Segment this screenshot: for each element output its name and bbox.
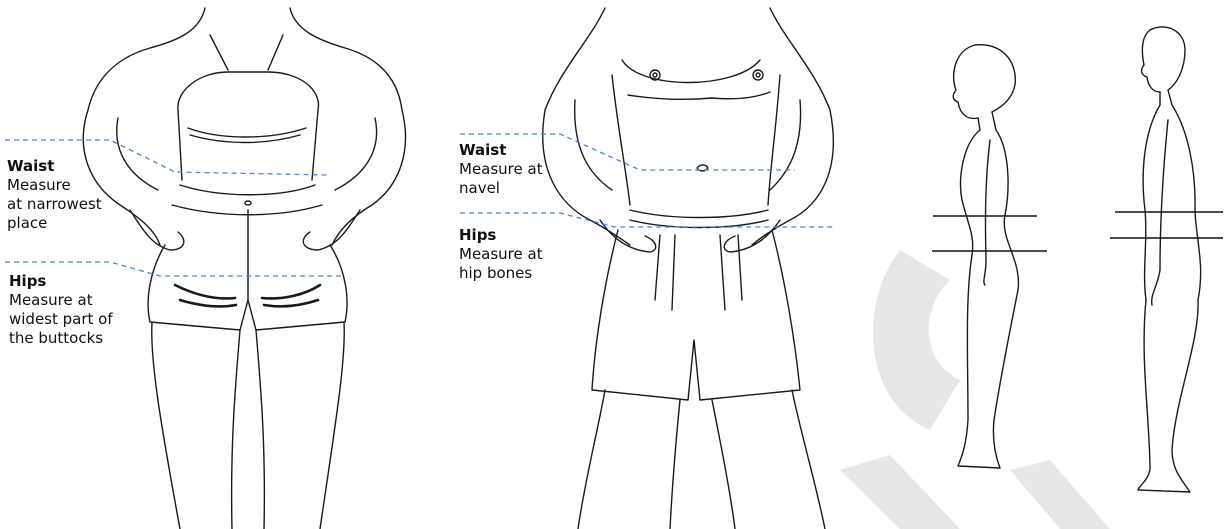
man-waist-line-1: Measure at: [459, 160, 543, 179]
woman-waist-line-1: Measure: [7, 176, 102, 195]
woman-hips-line-2: widest part of: [9, 310, 113, 329]
man-side-figure: [1138, 27, 1201, 492]
woman-side-figure: [953, 45, 1018, 468]
man-front-figure: [543, 8, 834, 529]
man-hips-title: Hips: [459, 226, 543, 245]
man-waist-title: Waist: [459, 141, 543, 160]
woman-waist-title: Waist: [7, 157, 102, 176]
watermark-shape: [840, 250, 1110, 529]
man-hips-line-1: Measure at: [459, 245, 543, 264]
woman-hips-title: Hips: [9, 272, 113, 291]
woman-waist-line-2: at narrowest: [7, 195, 102, 214]
man-waist-label: Waist Measure at navel: [459, 141, 543, 198]
man-hips-line-2: hip bones: [459, 264, 543, 283]
woman-waist-label: Waist Measure at narrowest place: [7, 157, 102, 233]
woman-hips-label: Hips Measure at widest part of the butto…: [9, 272, 113, 348]
woman-hips-line-3: the buttocks: [9, 329, 113, 348]
woman-hips-line-1: Measure at: [9, 291, 113, 310]
woman-waist-line-3: place: [7, 214, 102, 233]
man-waist-line-2: navel: [459, 179, 543, 198]
man-hips-label: Hips Measure at hip bones: [459, 226, 543, 283]
